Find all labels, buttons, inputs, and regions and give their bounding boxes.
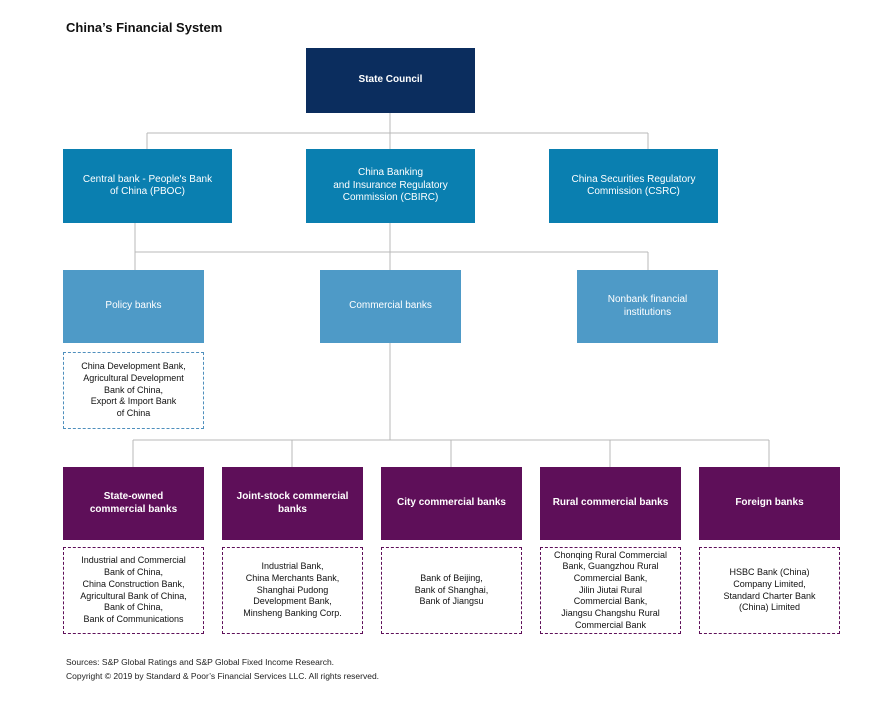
- joint-stock-banks-list-text: Industrial Bank, China Merchants Bank, S…: [243, 561, 342, 619]
- pboc-box: Central bank - People's Bank of China (P…: [63, 149, 232, 223]
- policy-banks-list: China Development Bank, Agricultural Dev…: [63, 352, 204, 429]
- rural-banks-label: Rural commercial banks: [552, 497, 669, 509]
- foreign-banks-label: Foreign banks: [735, 497, 804, 509]
- copyright-note: Copyright © 2019 by Standard & Poor’s Fi…: [66, 671, 380, 681]
- cbirc-box: China Banking and Insurance Regulatory C…: [306, 149, 475, 223]
- foreign-banks-box: Foreign banks: [699, 467, 840, 540]
- joint-stock-banks-label: Joint-stock commercial banks: [236, 491, 349, 515]
- city-banks-list-text: Bank of Beijing, Bank of Shanghai, Bank …: [414, 572, 489, 607]
- diagram-title: China’s Financial System: [66, 20, 223, 35]
- state-owned-banks-list-text: Industrial and Commercial Bank of China,…: [80, 555, 187, 624]
- sources-note: Sources: S&P Global Ratings and S&P Glob…: [66, 657, 335, 667]
- commercial-banks-box: Commercial banks: [320, 270, 461, 343]
- rural-banks-list: Chonqing Rural Commercial Bank, Guangzho…: [540, 547, 681, 634]
- policy-banks-list-text: China Development Bank, Agricultural Dev…: [81, 361, 186, 419]
- policy-banks-label: Policy banks: [105, 300, 162, 312]
- foreign-banks-list-text: HSBC Bank (China) Company Limited, Stand…: [723, 567, 816, 613]
- rural-banks-list-text: Chonqing Rural Commercial Bank, Guangzho…: [553, 549, 668, 630]
- state-owned-banks-box: State-owned commercial banks: [63, 467, 204, 540]
- csrc-box: China Securities Regulatory Commission (…: [549, 149, 718, 223]
- nonbank-institutions-box: Nonbank financial institutions: [577, 270, 718, 343]
- foreign-banks-list: HSBC Bank (China) Company Limited, Stand…: [699, 547, 840, 634]
- rural-banks-box: Rural commercial banks: [540, 467, 681, 540]
- nonbank-institutions-label: Nonbank financial institutions: [607, 294, 688, 318]
- city-banks-list: Bank of Beijing, Bank of Shanghai, Bank …: [381, 547, 522, 634]
- state-owned-banks-list: Industrial and Commercial Bank of China,…: [63, 547, 204, 634]
- joint-stock-banks-box: Joint-stock commercial banks: [222, 467, 363, 540]
- pboc-label: Central bank - People's Bank of China (P…: [82, 173, 213, 198]
- city-banks-label: City commercial banks: [397, 497, 506, 509]
- csrc-label: China Securities Regulatory Commission (…: [571, 173, 696, 198]
- city-banks-box: City commercial banks: [381, 467, 522, 540]
- state-owned-banks-label: State-owned commercial banks: [89, 491, 178, 515]
- cbirc-label: China Banking and Insurance Regulatory C…: [333, 167, 448, 204]
- state-council-label: State Council: [358, 74, 423, 86]
- commercial-banks-label: Commercial banks: [349, 300, 432, 312]
- policy-banks-box: Policy banks: [63, 270, 204, 343]
- joint-stock-banks-list: Industrial Bank, China Merchants Bank, S…: [222, 547, 363, 634]
- state-council-box: State Council: [306, 48, 475, 113]
